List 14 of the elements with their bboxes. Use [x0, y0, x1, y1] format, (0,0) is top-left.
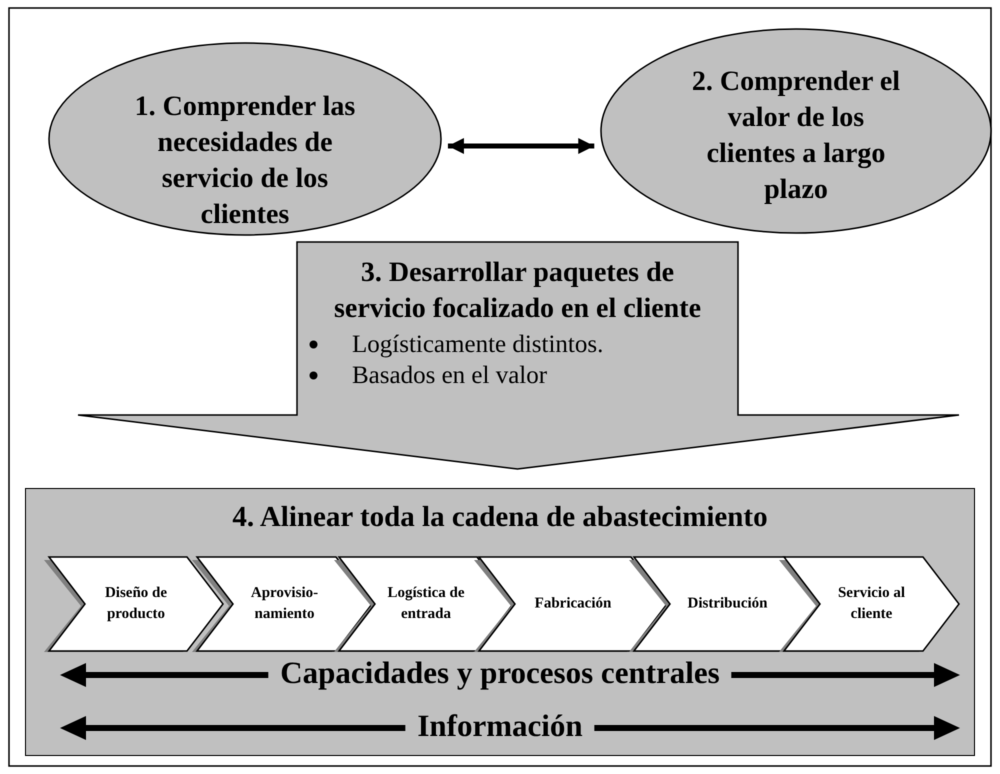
step-title: 2. Comprender el valor de los clientes a largo plazo: [690, 65, 902, 207]
stage-label: Aprovisio- namiento: [250, 584, 320, 624]
stage-label: Distribución: [686, 594, 768, 614]
stage-label: Diseño de producto: [104, 584, 168, 624]
bullet-item: Basados en el valor: [352, 361, 548, 391]
panel-title: 4. Alinear toda la cadena de abastecimiento: [231, 500, 769, 535]
bullet-item: Logísticamente distintos.: [352, 330, 604, 360]
step-title: 1. Comprender las necesidades de servicio de los clientes: [134, 90, 356, 232]
step-title: 3. Desarrollar paquetes de servicio focalizado en el cliente: [333, 256, 702, 326]
double-arrow: [448, 138, 594, 154]
stage-label: Logística de entrada: [386, 584, 466, 624]
panel-background: [25, 488, 975, 756]
stage-label: Fabricación: [534, 594, 612, 614]
stage-label: Servicio al cliente: [836, 584, 906, 624]
